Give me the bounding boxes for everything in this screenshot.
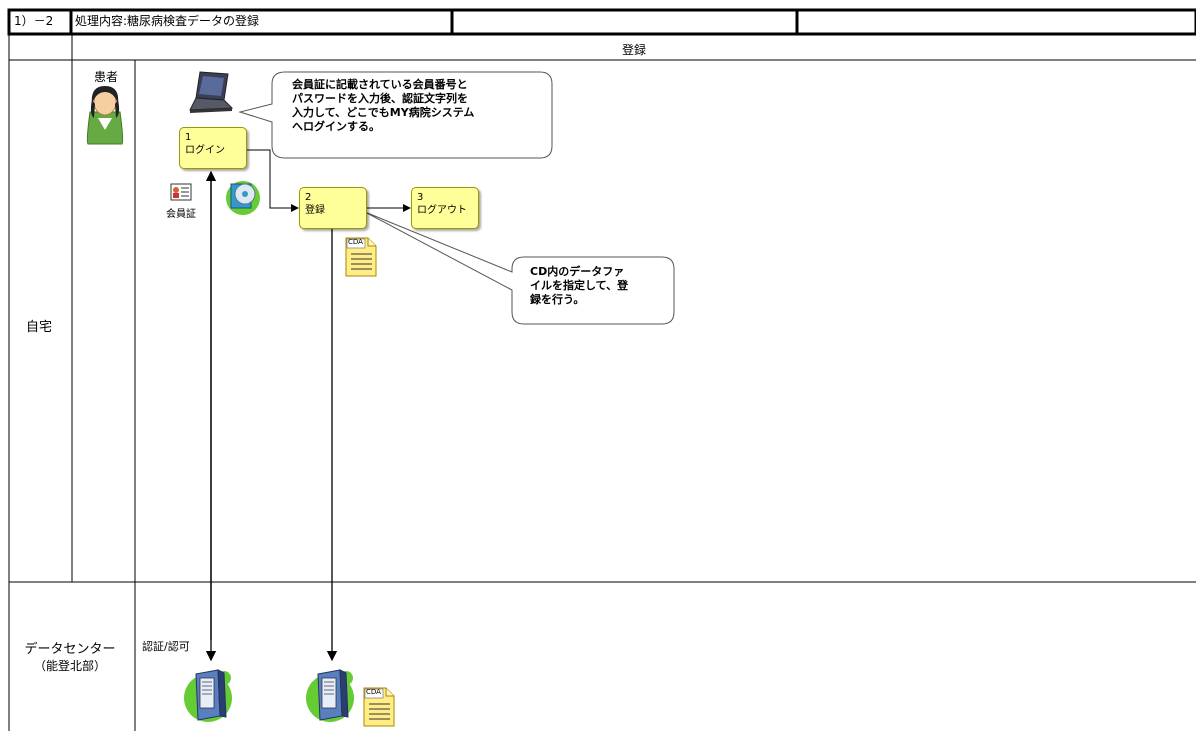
step-logout[interactable]: 3 ログアウト xyxy=(411,187,479,229)
cd-icon xyxy=(226,181,260,215)
step-login-number: 1 xyxy=(185,132,192,143)
cda-server-label: CDA xyxy=(366,688,381,696)
cda-server-document-icon xyxy=(363,687,395,727)
patient-icon xyxy=(86,86,124,145)
data-server-icon xyxy=(306,669,354,722)
process-label-text: 処理内容: xyxy=(75,14,128,28)
lane-datacenter-title: データセンター xyxy=(24,642,116,657)
step-login-label: ログイン xyxy=(185,145,225,156)
auth-server-icon xyxy=(184,669,232,722)
callout-register-line: イルを指定して、登 xyxy=(530,279,629,292)
callout-login-line: 会員証に記載されている会員番号と xyxy=(292,78,468,91)
process-title: 糖尿病検査データの登録 xyxy=(127,14,260,28)
callout-login: 会員証に記載されている会員番号と パスワードを入力後、認証文字列を 入力して、ど… xyxy=(292,78,474,134)
callout-login-line: パスワードを入力後、認証文字列を xyxy=(292,92,468,105)
cda-document-label: CDA xyxy=(348,238,363,246)
step-register-label: 登録 xyxy=(305,205,325,216)
callout-register-line: 録を行う。 xyxy=(530,293,585,306)
laptop-icon xyxy=(189,71,234,113)
step-logout-number: 3 xyxy=(417,192,424,203)
callout-register-line: CD内のデータファ xyxy=(530,265,625,278)
lane-datacenter-label: データセンター （能登北部） xyxy=(24,642,116,674)
step-register[interactable]: 2 登録 xyxy=(299,187,367,229)
step-login[interactable]: 1 ログイン xyxy=(179,127,247,169)
actor-label: 患者 xyxy=(94,70,119,84)
callout-login-line: 入力して、どこでもMY病院システム xyxy=(292,106,475,119)
process-label: 処理内容:糖尿病検査データの登録 xyxy=(75,13,259,30)
auth-label: 認証/認可 xyxy=(142,640,190,653)
member-card-icon xyxy=(170,183,192,201)
step-id: 1）－2 xyxy=(14,14,54,28)
phase-label: 登録 xyxy=(622,43,647,57)
lane-home-label: 自宅 xyxy=(26,320,53,335)
callout-register: CD内のデータファ イルを指定して、登 録を行う。 xyxy=(530,265,628,307)
lane-datacenter-subtitle: （能登北部） xyxy=(33,659,106,673)
step-register-number: 2 xyxy=(305,192,312,203)
member-card-label: 会員証 xyxy=(166,209,196,220)
step-logout-label: ログアウト xyxy=(417,205,467,216)
callout-login-line: へログインする。 xyxy=(292,120,380,133)
cda-document-icon xyxy=(345,237,377,277)
